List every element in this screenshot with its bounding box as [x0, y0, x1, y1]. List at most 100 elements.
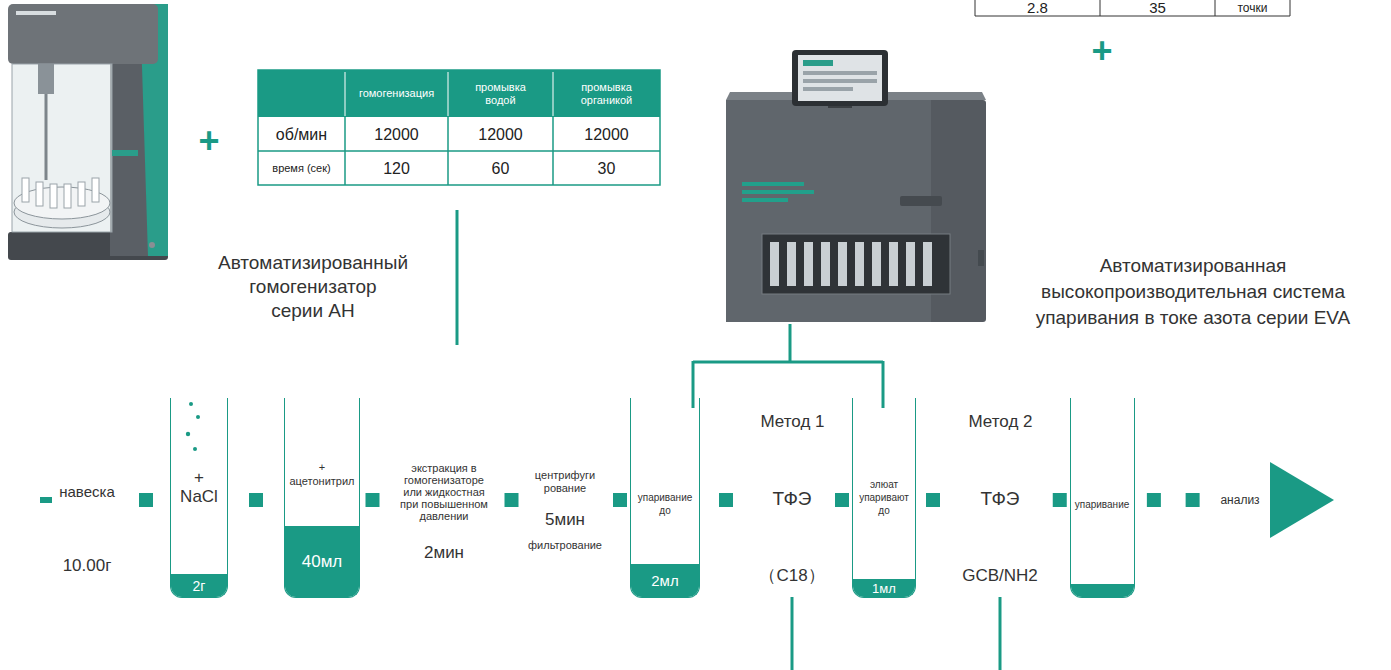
table-divider: [975, 16, 1290, 17]
process-step: навеска10.00г: [52, 482, 122, 577]
screen-frame: [792, 50, 888, 106]
label-box: 12000: [553, 117, 660, 151]
label-box: Автоматизированная высокопроизводительна…: [1003, 252, 1383, 332]
device-latch: [978, 250, 984, 266]
device-button: [149, 242, 155, 248]
label-box: время (сек): [258, 151, 345, 185]
table-cell: точки: [1238, 0, 1268, 16]
label-box: промывка органикой: [553, 70, 660, 117]
method-label: Метод 1: [760, 412, 824, 432]
dotted-connector: [122, 493, 170, 507]
carousel-tube: [36, 182, 43, 206]
label-box: 30: [553, 151, 660, 185]
dotted-connector: [700, 493, 752, 507]
label-box: 12000: [448, 117, 553, 151]
table-header-cell: промывка водой: [475, 81, 526, 107]
test-tube: упаривание до2мл: [630, 398, 700, 598]
sample-tube: [923, 242, 932, 286]
table-header-cell: гомогенизация: [359, 87, 434, 100]
test-tube: + ацетонитрил 40мл: [284, 398, 360, 598]
tube-label: упаривание: [1075, 498, 1130, 511]
table-cell: 12000: [374, 125, 419, 144]
sample-tube: [770, 242, 779, 286]
tube-label: + ацетонитрил: [289, 460, 354, 488]
process-step: ТФЭ GCB/NH2: [950, 488, 1050, 587]
sample-tube: [787, 242, 796, 286]
test-tube: + NaCl2г: [170, 398, 228, 598]
device-shaft: [45, 94, 48, 180]
step-value: （C18）: [759, 565, 824, 587]
flow-start-dash: [40, 497, 52, 503]
table-cell: 12000: [478, 125, 523, 144]
table-cell: 120: [383, 159, 410, 178]
step-label: ТФЭ: [772, 488, 811, 510]
partial-table-grid: [975, 0, 1290, 16]
leader-lines: [457, 210, 1000, 670]
bracket-line: [692, 361, 695, 408]
screen-item: [803, 79, 877, 83]
table-divider: [258, 150, 660, 152]
tube-label: упаривание до: [638, 491, 693, 517]
sample-tube: [855, 242, 864, 286]
table-cell: 35: [1149, 0, 1166, 16]
volume-label: 1мл: [853, 579, 915, 597]
step-label: навеска: [59, 482, 115, 502]
device-body: [726, 100, 986, 322]
carousel-tube: [22, 178, 29, 202]
bubble: [193, 447, 197, 451]
screen-item: [803, 71, 877, 75]
settings-table-grid: [258, 70, 660, 185]
table-header-divider: [448, 72, 449, 116]
sample-tube: [838, 242, 847, 286]
evaporator-illustration: [726, 50, 986, 322]
homogenizer-illustration: [8, 4, 168, 260]
label-box: 60: [448, 151, 553, 185]
device-caption: Автоматизированная высокопроизводительна…: [1003, 253, 1383, 331]
bubble: [196, 415, 200, 419]
bubble: [186, 432, 190, 436]
label-box: 2.8: [975, 0, 1100, 16]
step-label: центрифугирование: [533, 469, 597, 495]
table-row-header: об/мин: [276, 125, 327, 144]
bracket-line: [789, 324, 792, 362]
label-box: Метод 1: [745, 410, 840, 434]
bracket-line: [882, 361, 885, 408]
device-glass: [12, 64, 112, 232]
sample-tube: [821, 242, 830, 286]
table-border: [258, 70, 660, 185]
tube-label: элюат упаривают до: [859, 478, 909, 517]
table-header-divider: [553, 72, 554, 116]
label-box: Метод 2: [953, 410, 1048, 434]
carousel-tube: [78, 182, 85, 206]
device-caption: Автоматизированный гомогенизатор серии А…: [213, 251, 413, 323]
label-box: гомогенизация: [345, 70, 448, 117]
device-stripe: [742, 198, 788, 202]
label-box: 120: [345, 151, 448, 185]
carousel-tube: [64, 184, 71, 208]
label-box: промывка водой: [448, 70, 553, 117]
plus-sign: +: [1091, 29, 1112, 72]
table-cell: 60: [492, 159, 510, 178]
sample-tube: [804, 242, 813, 286]
screen: [798, 55, 882, 101]
step-label: ТФЭ: [980, 488, 1019, 510]
table-header-cell: промывка органикой: [581, 81, 633, 107]
step-value: GCB/NH2: [962, 565, 1038, 587]
label-box: Автоматизированный гомогенизатор серии А…: [213, 250, 413, 324]
process-step: экстракция в гомогенизаторе или жидкостн…: [385, 462, 503, 564]
screen-item: [803, 87, 853, 91]
table-divider: [1215, 0, 1216, 16]
flow-end-arrow: [1270, 462, 1334, 538]
step-label: анализ: [1220, 490, 1259, 510]
device-badge: [16, 11, 56, 15]
sample-window: [762, 234, 950, 294]
process-step: центрифугирование5минфильтрование: [520, 469, 610, 552]
volume-label: 40мл: [285, 526, 359, 597]
sample-tube: [872, 242, 881, 286]
dotted-connector: [610, 493, 630, 507]
label-box: 35: [1100, 0, 1215, 16]
table-divider: [1290, 0, 1291, 16]
device-stripe: [742, 190, 814, 194]
dotted-connector: [916, 493, 950, 507]
